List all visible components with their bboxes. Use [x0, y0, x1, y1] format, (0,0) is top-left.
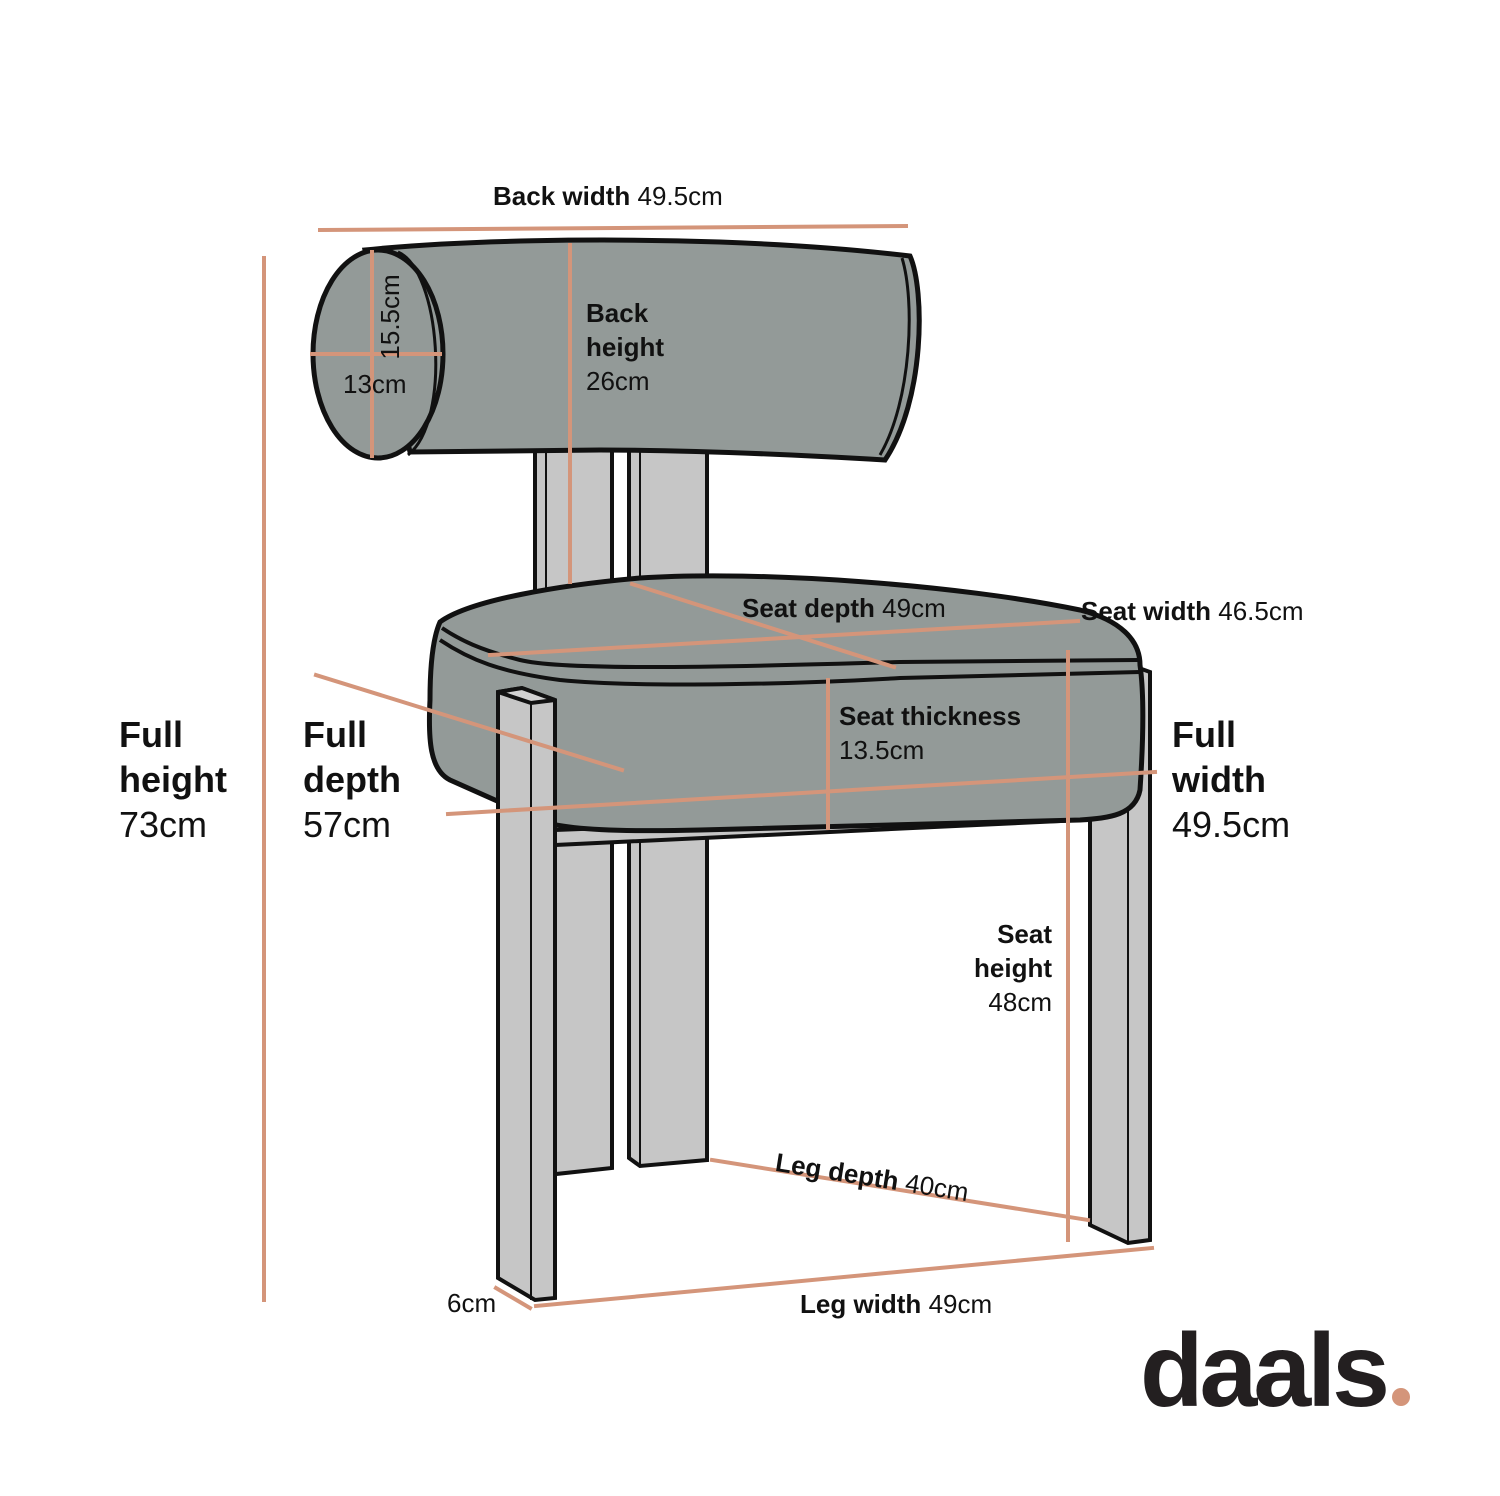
brand-dot-icon	[1391, 1388, 1410, 1406]
leg-thickness-line	[493, 1285, 533, 1311]
brand-logo: daals	[1140, 1312, 1410, 1431]
back-width-label: Back width 49.5cm	[493, 181, 723, 211]
seat-depth-label: Seat depth 49cm	[742, 593, 946, 623]
measurement-lines	[262, 223, 1158, 1311]
leg-width-line	[533, 1245, 1155, 1309]
leg-width-label: Leg width 49cm	[800, 1289, 993, 1319]
full-depth-label: Full depth 57cm	[303, 714, 401, 845]
back-height-label: Back height 26cm	[586, 298, 664, 396]
full-width-label: Full width 49.5cm	[1172, 714, 1291, 845]
front-leg-left	[496, 685, 557, 1303]
bolster-depth-label: 13cm	[343, 369, 407, 399]
seat-height-label: Seat height 48cm	[974, 919, 1052, 1017]
seat-width-line	[487, 618, 1081, 658]
seat-width-label: Seat width 46.5cm	[1081, 596, 1304, 626]
full-height-label: Full height 73cm	[119, 714, 227, 845]
bolster-height-label: 15.5cm	[375, 274, 406, 360]
leg-thickness-label: 6cm	[447, 1288, 497, 1318]
seat-depth-line	[629, 581, 897, 670]
full-depth-line	[313, 672, 625, 773]
leg-depth-line	[709, 1157, 1091, 1223]
seat-thickness-label: Seat thickness 13.5cm	[839, 701, 1022, 765]
full-width-line	[445, 769, 1158, 817]
back-width-line	[317, 223, 909, 233]
